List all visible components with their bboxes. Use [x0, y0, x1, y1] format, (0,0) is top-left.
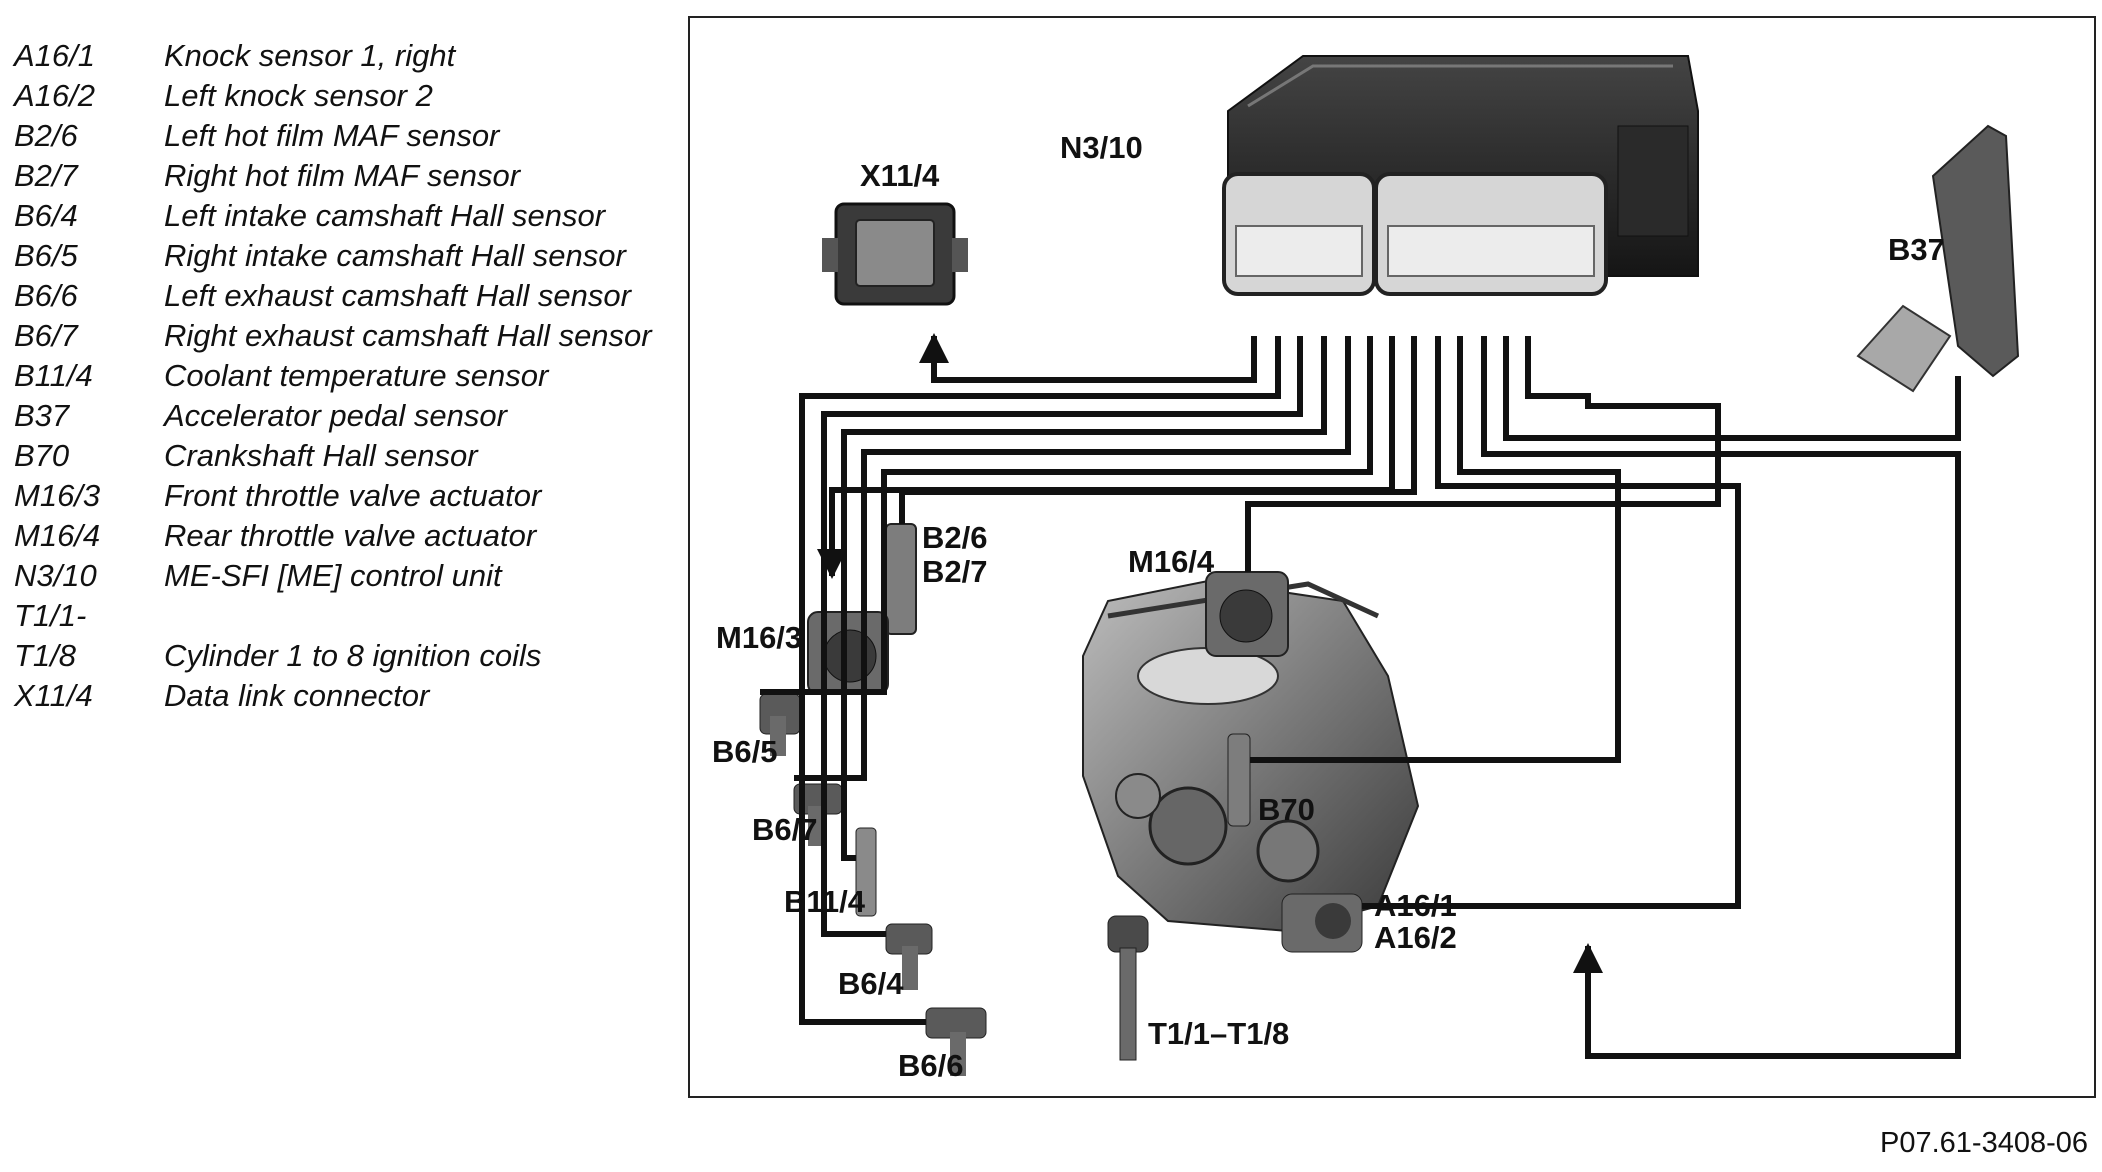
legend-code: B2/7: [14, 158, 78, 193]
label-b2-7: B2/7: [922, 554, 987, 589]
legend-row: B70 Crankshaft Hall sensor: [14, 436, 674, 476]
legend-code: N3/10: [14, 558, 97, 593]
maf-sensor-icon: [885, 523, 917, 635]
legend-code: X11/4: [14, 678, 93, 713]
legend-code: B11/4: [14, 358, 93, 393]
legend-row: B2/7 Right hot film MAF sensor: [14, 156, 674, 196]
label-m16-4: M16/4: [1128, 544, 1215, 579]
legend-row: B6/5 Right intake camshaft Hall sensor: [14, 236, 674, 276]
legend-code: B6/6: [14, 278, 78, 313]
legend-row: M16/3 Front throttle valve actuator: [14, 476, 674, 516]
legend-row: M16/4 Rear throttle valve actuator: [14, 516, 674, 556]
label-b2-6: B2/6: [922, 520, 987, 555]
legend-row: B6/7 Right exhaust camshaft Hall sensor: [14, 316, 674, 356]
wiring-diagram: X11/4 N3/10 B37 B2/6 B2/7 M16/4 M16/3 B6…: [688, 16, 2096, 1098]
legend-desc: Crankshaft Hall sensor: [164, 438, 478, 473]
legend-row: A16/1 Knock sensor 1, right: [14, 36, 674, 76]
rear-throttle-actuator-icon: [1205, 571, 1289, 657]
label-b6-7: B6/7: [752, 812, 817, 847]
front-throttle-actuator-icon: [807, 611, 889, 695]
label-a16-2: A16/2: [1374, 920, 1457, 955]
label-t1: T1/1–T1/8: [1148, 1016, 1289, 1051]
legend-code: M16/4: [14, 518, 101, 553]
legend-row: B37 Accelerator pedal sensor: [14, 396, 674, 436]
ignition-coil-icon: [1107, 915, 1149, 1061]
legend-desc: [164, 596, 674, 636]
label-m16-3: M16/3: [716, 620, 802, 655]
legend-code: A16/1: [14, 38, 96, 73]
accelerator-pedal-icon: [1856, 124, 2020, 393]
exhaust-camshaft-sensor-right-icon: [793, 783, 843, 846]
legend-desc: Knock sensor 1, right: [164, 38, 456, 73]
knock-sensor-icon: [1281, 893, 1363, 953]
legend-code: B2/6: [14, 118, 78, 153]
legend-code: M16/3: [14, 478, 101, 513]
legend-desc: Left intake camshaft Hall sensor: [164, 198, 606, 233]
legend-code: B6/5: [14, 238, 78, 273]
legend-row: N3/10 ME-SFI [ME] control unit: [14, 556, 674, 596]
legend-row: T1/8 Cylinder 1 to 8 ignition coils: [14, 636, 674, 676]
legend-row: B11/4 Coolant temperature sensor: [14, 356, 674, 396]
legend: A16/1 Knock sensor 1, right A16/2 Left kno…: [14, 36, 674, 716]
legend-desc: Left exhaust camshaft Hall sensor: [164, 278, 631, 313]
legend-code: A16/2: [14, 78, 96, 113]
legend-row: B6/4 Left intake camshaft Hall sensor: [14, 196, 674, 236]
legend-desc: Data link connector: [164, 678, 430, 713]
legend-desc: Front throttle valve actuator: [164, 478, 542, 513]
label-a16-1: A16/1: [1374, 888, 1457, 923]
legend-row: X11/4 Data link connector: [14, 676, 674, 716]
wiring-harness: [760, 333, 1961, 1059]
legend-desc: Coolant temperature sensor: [164, 358, 549, 393]
legend-desc: Right hot film MAF sensor: [164, 158, 521, 193]
legend-desc: Right exhaust camshaft Hall sensor: [164, 318, 652, 353]
label-x11-4: X11/4: [860, 158, 940, 193]
legend-desc: Left knock sensor 2: [164, 78, 433, 113]
legend-desc: Right intake camshaft Hall sensor: [164, 238, 626, 273]
label-b6-4: B6/4: [838, 966, 904, 1001]
legend-row: A16/2 Left knock sensor 2: [14, 76, 674, 116]
label-b37: B37: [1888, 232, 1945, 267]
legend-desc: ME-SFI [ME] control unit: [164, 558, 502, 593]
legend-code: B37: [14, 398, 70, 433]
legend-row: B6/6 Left exhaust camshaft Hall sensor: [14, 276, 674, 316]
intake-camshaft-sensor-right-icon: [759, 693, 801, 756]
label-b6-5: B6/5: [712, 734, 777, 769]
legend-desc: Rear throttle valve actuator: [164, 518, 537, 553]
legend-code: T1/8: [14, 638, 77, 673]
label-b70: B70: [1258, 792, 1315, 827]
diagram-frame: [688, 16, 2096, 1098]
coolant-temp-sensor-icon: [855, 827, 877, 917]
label-b6-6: B6/6: [898, 1048, 963, 1083]
legend-code: B70: [14, 438, 70, 473]
legend-desc: Left hot film MAF sensor: [164, 118, 500, 153]
legend-desc: Cylinder 1 to 8 ignition coils: [164, 638, 542, 673]
control-unit-icon: [1222, 55, 1699, 296]
intake-camshaft-sensor-left-icon: [885, 923, 933, 990]
legend-row: B2/6 Left hot film MAF sensor: [14, 116, 674, 156]
legend-code: B6/7: [14, 318, 78, 353]
legend-desc: Accelerator pedal sensor: [164, 398, 507, 433]
legend-row: T1/1-: [14, 596, 674, 636]
label-b11-4: B11/4: [784, 884, 866, 919]
figure-reference: P07.61-3408-06: [1880, 1127, 2088, 1159]
legend-code: T1/1-: [14, 598, 87, 633]
label-n3-10: N3/10: [1060, 130, 1143, 165]
exhaust-camshaft-sensor-left-icon: [925, 1007, 987, 1076]
data-link-connector-icon: [822, 202, 968, 306]
legend-code: B6/4: [14, 198, 78, 233]
crankshaft-sensor-icon: [1227, 733, 1251, 827]
